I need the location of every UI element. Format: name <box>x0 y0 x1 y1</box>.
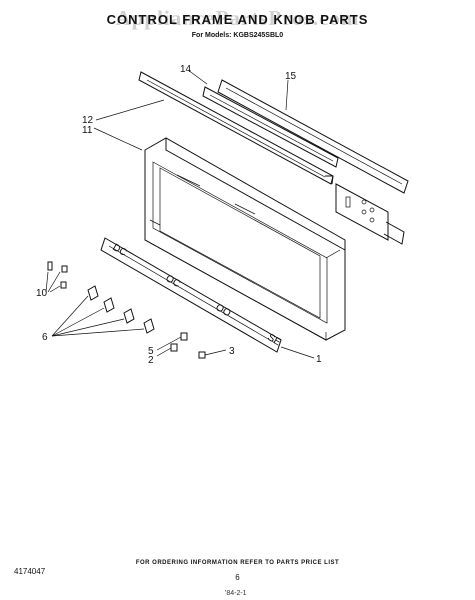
callout-12: 12 <box>82 115 94 126</box>
callout-15: 15 <box>285 71 297 82</box>
callout-10: 10 <box>36 288 48 299</box>
svg-text:DC: DC <box>111 242 129 259</box>
callout-1: 1 <box>316 354 322 365</box>
leader-lines <box>45 69 315 359</box>
callout-5: 5 <box>148 346 154 357</box>
page-number: 6 <box>235 573 240 582</box>
callout-11: 11 <box>82 125 93 136</box>
part-6-knobs <box>87 285 155 334</box>
parts-5-2-3-fasteners <box>170 332 206 359</box>
svg-text:SE: SE <box>266 332 283 348</box>
callout-3: 3 <box>229 346 235 357</box>
page-title: CONTROL FRAME AND KNOB PARTS <box>106 12 369 27</box>
part-15-back-bracket <box>217 79 409 245</box>
part-12-top-trim <box>138 71 334 185</box>
ordering-info-footer: FOR ORDERING INFORMATION REFER TO PARTS … <box>135 560 340 566</box>
model-subtitle: For Models: KGBS245SBL0 <box>191 32 284 39</box>
callout-labels: 14 15 12 11 10 6 5 2 3 1 <box>36 64 322 366</box>
document-number: 4174047 <box>14 567 46 576</box>
callout-14: 14 <box>180 64 192 75</box>
watermark: AppliancePartsPros.com <box>115 6 360 30</box>
callout-2: 2 <box>148 355 154 366</box>
part-11-control-frame <box>144 137 346 341</box>
part-10-screws <box>47 261 68 289</box>
callout-6: 6 <box>42 332 48 343</box>
part-1-bottom-trim: DC OC OO SE <box>100 237 283 353</box>
bottom-mark: '84-2-1 <box>225 590 247 597</box>
part-14-panel-insert <box>202 86 339 168</box>
